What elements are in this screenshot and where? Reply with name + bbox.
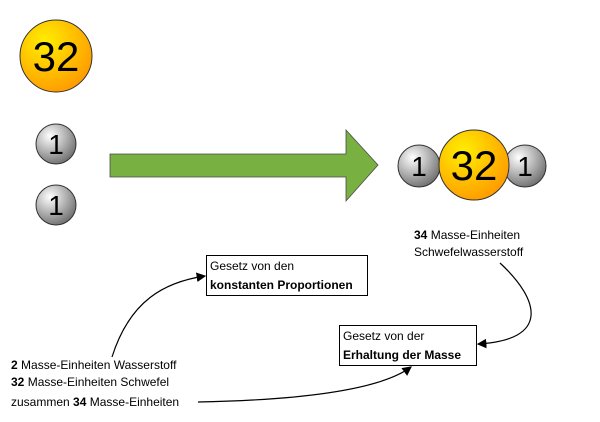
connector-arrow [476, 262, 532, 349]
sulfur-atom: 32 [19, 19, 93, 93]
hydrogen-label: 1 [48, 129, 64, 160]
hydrogen-label: 1 [48, 190, 64, 221]
hydrogen-atom: 1 [35, 123, 77, 165]
connector-arrow [197, 366, 412, 403]
reactant-total-text: zusammen 34 Masse-Einheiten [11, 395, 180, 409]
hydrogen-label: 1 [517, 151, 533, 182]
sulfur-label: 32 [451, 142, 498, 189]
hydrogen-label: 1 [411, 151, 427, 182]
hydrogen-atom: 1 [35, 184, 77, 226]
reaction-arrow [109, 128, 379, 203]
reactant-hydrogen-text: 2 Masse-Einheiten Wasserstoff [11, 358, 177, 372]
molecule-h2s: 1 32 1 [397, 129, 547, 201]
sulfur-label: 32 [33, 33, 80, 80]
reactant-sulfur-text: 32 Masse-Einheiten Schwefel [11, 375, 170, 389]
connector-arrow [111, 272, 207, 358]
